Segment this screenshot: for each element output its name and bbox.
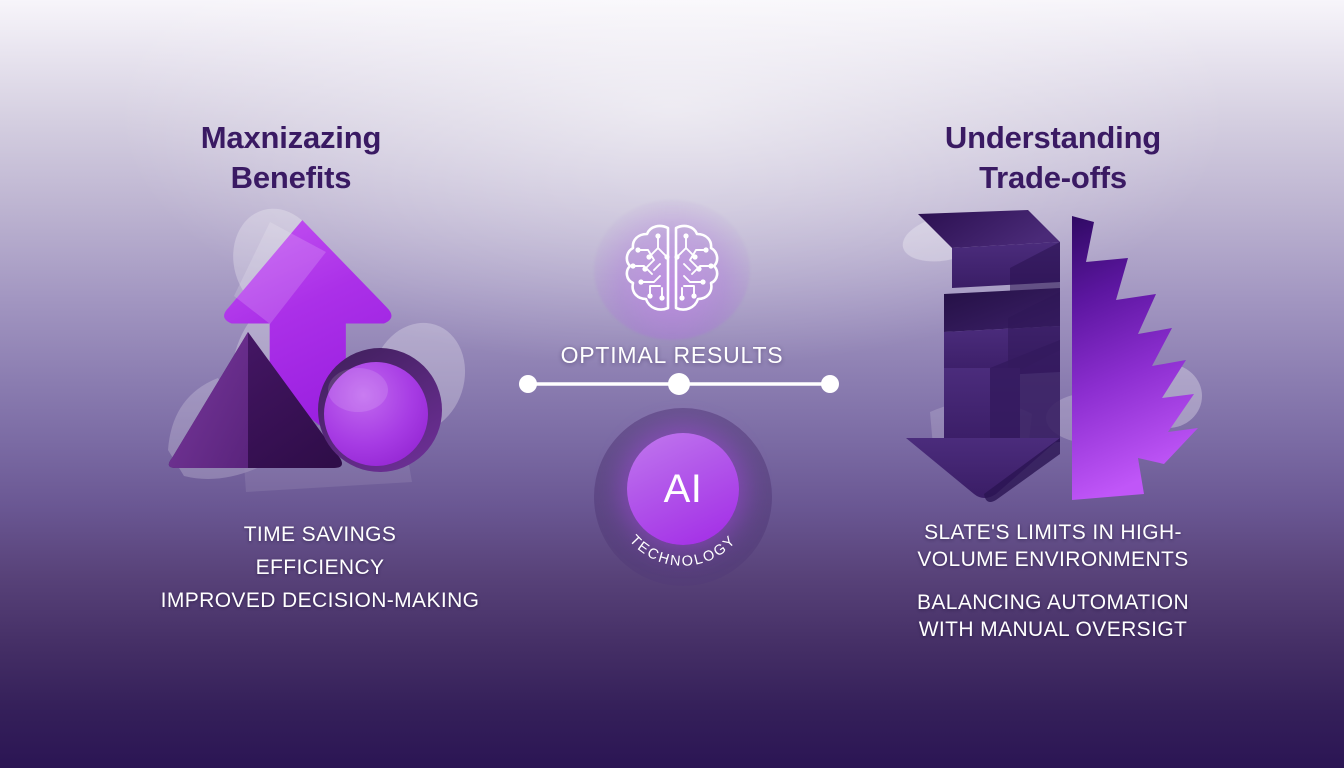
list-item: EFFICIENCY [255,555,385,579]
circle-sphere-icon [318,348,442,472]
brain-badge [594,200,750,340]
left-panel-heading: Maxnizazing Benefits [200,120,382,195]
list-item: BALANCING AUTOMATION WITH MANUAL OVERSIG… [916,590,1190,641]
right-panel-bullets: SLATE'S LIMITS IN HIGH- VOLUME ENVIRONME… [848,520,1258,660]
left-panel-bullets: TIME SAVINGS EFFICIENCY IMPROVED DECISIO… [110,522,530,615]
growth-shapes-cluster [150,200,470,500]
technology-arc-text: TECHNOLOGY [626,532,738,570]
list-item: TIME SAVINGS [243,523,397,546]
three-node-connector [519,373,839,395]
ai-technology-badge: AI TECHNOLOGY [594,408,772,586]
technology-arc-label: TECHNOLOGY [626,532,740,570]
triangle-icon [168,332,342,468]
brain-halo [594,200,750,340]
list-item: IMPROVED DECISION-MAKING [160,588,480,612]
connector-node-left [519,375,537,393]
decline-shapes-cluster [900,200,1220,502]
list-item: SLATE'S LIMITS IN HIGH- VOLUME ENVIRONME… [917,521,1189,571]
optimal-results-label: OPTIMAL RESULTS [560,342,784,368]
connector-node-right [821,375,839,393]
down-staircase-arrow-icon [906,210,1060,502]
center-column: OPTIMAL RESULTS AI TECHNOLOGY [472,196,872,616]
jagged-sawtooth-icon [1072,216,1198,500]
ai-badge-core: AI [627,433,739,545]
connector-node-center [668,373,690,395]
circuit-brain-icon [625,224,719,311]
up-arrow-icon [224,220,392,446]
svg-text:TECHNOLOGY: TECHNOLOGY [626,532,740,570]
right-panel-heading: Understanding Trade-offs [944,120,1162,195]
ai-label: AI [663,467,703,511]
